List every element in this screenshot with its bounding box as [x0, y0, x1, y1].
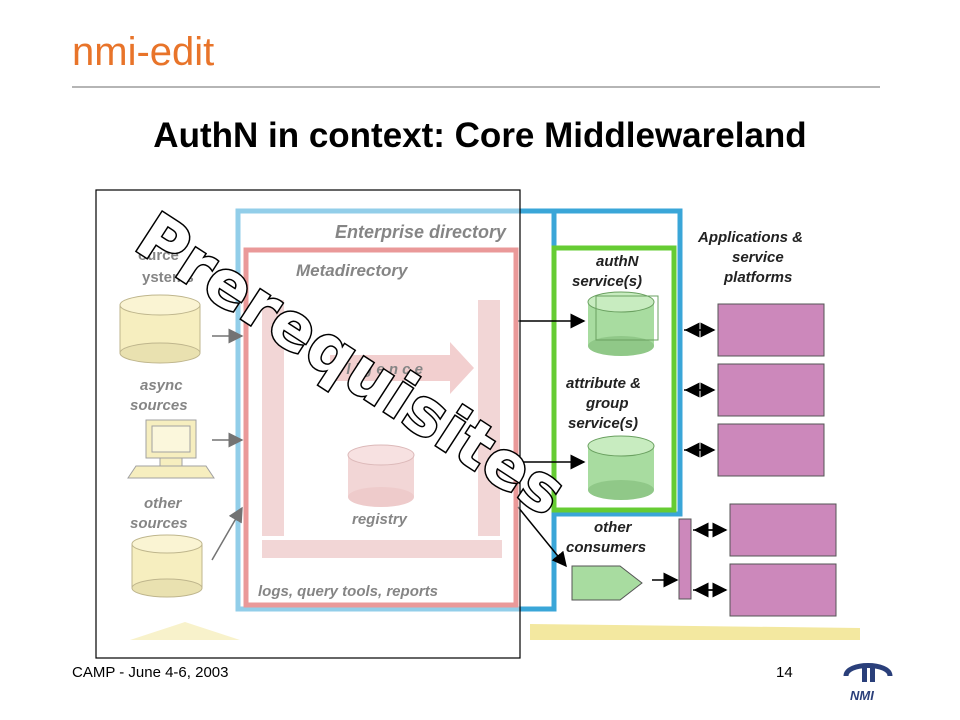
- meta-right-bar: [478, 300, 500, 536]
- authn-cylinder: [587, 291, 659, 356]
- brand-label: nmi-edit: [72, 30, 215, 74]
- apps-label-line2: service: [732, 249, 784, 266]
- services-box: [551, 245, 677, 513]
- apps-label-line1: Applications &: [697, 229, 803, 246]
- page-number: 14: [776, 664, 793, 681]
- computer-icon: [127, 419, 215, 479]
- source-systems-cylinders: [119, 294, 201, 364]
- prerequisites-overlay: [95, 189, 521, 659]
- metadirectory-box: [243, 247, 519, 608]
- enterprise-directory-extension: [554, 208, 683, 517]
- app-box-3: [717, 423, 825, 477]
- app-box-1: [717, 303, 825, 357]
- meta-left-bar: [262, 300, 284, 536]
- footer-event: CAMP - June 4-6, 2003: [72, 664, 229, 681]
- attr-label-line2: group: [585, 395, 629, 412]
- nmi-logo-text: NMI: [850, 688, 874, 703]
- attr-label-line1: attribute &: [566, 375, 641, 392]
- other-sources-line1: other: [144, 495, 183, 512]
- logs-label: logs, query tools, reports: [258, 583, 438, 600]
- meta-bottom-bar: [262, 540, 502, 558]
- other-sources-cylinder: [131, 534, 203, 598]
- source-systems-line1: ource: [138, 247, 179, 264]
- registry-label: registry: [352, 511, 408, 528]
- consumer-bar: [678, 518, 692, 600]
- connector-arrows: [211, 313, 728, 598]
- app-box-4: [729, 503, 837, 557]
- authn-label-line2: service(s): [572, 273, 642, 290]
- enterprise-directory-label: Enterprise directory: [335, 222, 507, 242]
- slide-title: AuthN in context: Core Middlewareland: [153, 116, 807, 155]
- other-consumers-line1: other: [594, 519, 633, 536]
- authn-label-line1: authN: [596, 253, 640, 270]
- other-consumers-line2: consumers: [566, 539, 646, 556]
- diligence-arrow: [330, 342, 474, 394]
- other-sources-line2: sources: [130, 515, 188, 532]
- async-sources-line2: sources: [130, 397, 188, 414]
- attr-cylinder: [587, 435, 655, 500]
- apps-label-line3: platforms: [723, 269, 792, 286]
- bottom-band: [130, 622, 860, 640]
- nmi-logo: NMI: [843, 663, 893, 703]
- attr-label-line3: service(s): [568, 415, 638, 432]
- metadirectory-label: Metadirectory: [296, 261, 409, 280]
- async-sources-line1: async: [140, 377, 183, 394]
- consumer-shape: [571, 565, 643, 601]
- app-box-5: [729, 563, 837, 617]
- source-systems-line2: ystems: [142, 269, 194, 286]
- diligence-label: i l i g e n c e: [338, 361, 423, 378]
- app-box-2: [717, 363, 825, 417]
- registry-cylinder: [347, 444, 415, 507]
- header-divider: [72, 86, 880, 88]
